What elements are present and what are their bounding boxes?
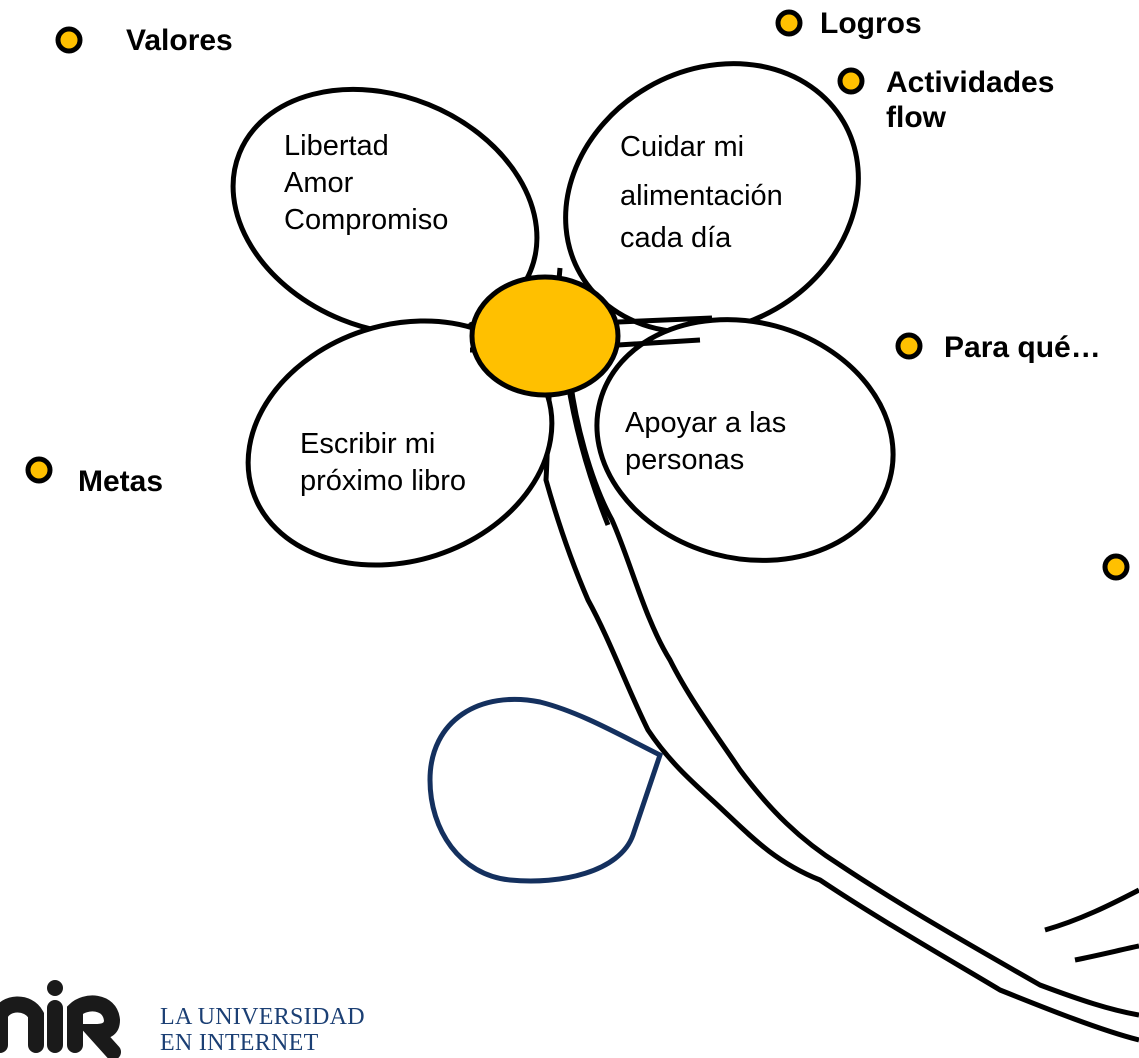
label-actividades-line1: Actividades [886,66,1055,99]
petal-top-left-line1: Libertad [284,130,389,162]
petal-top-left [230,86,540,338]
unir-logo-mark [0,995,121,1058]
stem-branch-upper [1044,887,1139,933]
brand-tagline-line1: LA UNIVERSIDAD [160,1004,365,1030]
label-metas: Metas [78,465,164,498]
petal-text-bottom-left: Escribir mi próximo libro [300,426,466,500]
stem-left-line [543,377,1139,1043]
stem-inner-line [564,375,611,526]
label-actividades: Actividades flow [886,65,1054,135]
petal-text-top-right: Cuidar mi alimentación cada día [620,118,783,258]
petal-bottom-right-line2: personas [625,444,745,476]
petal-bottom-right-line1: Apoyar a las [625,407,787,439]
unir-logo-dot [47,980,63,996]
stem-branch-lower [1074,943,1139,963]
label-logros: Logros [820,7,922,40]
label-para-que: Para qué… [944,331,1101,364]
petal-text-bottom-right: Apoyar a las personas [625,405,786,479]
stem-right-line [567,377,1139,1018]
label-valores: Valores [126,24,233,57]
bullet-partial [1102,553,1130,581]
bullet-valores [55,26,83,54]
leaf-shape [427,696,664,884]
petal-connector-right [617,315,713,348]
petal-text-top-left: Libertad Amor Compromiso [284,128,448,239]
petal-bottom-right [594,317,896,563]
petal-top-right-line2: alimentación [620,180,783,212]
label-actividades-line2: flow [886,101,946,134]
bullet-logros [775,9,803,37]
brand-tagline-line2: EN INTERNET [160,1030,319,1056]
petal-top-right [563,61,861,335]
bullet-actividades [837,67,865,95]
flower-center [469,274,621,398]
bullet-metas [25,456,53,484]
petal-bottom-left-line2: próximo libro [300,465,466,497]
petal-top-left-line2: Amor [284,167,354,199]
petal-top-right-line3: cada día [620,222,732,254]
bullet-para-que [895,332,923,360]
petal-top-left-line3: Compromiso [284,204,449,236]
petal-bottom-left-line1: Escribir mi [300,428,436,460]
petal-top-right-line1: Cuidar mi [620,131,745,163]
brand-tagline: LA UNIVERSIDAD EN INTERNET [160,1004,365,1056]
